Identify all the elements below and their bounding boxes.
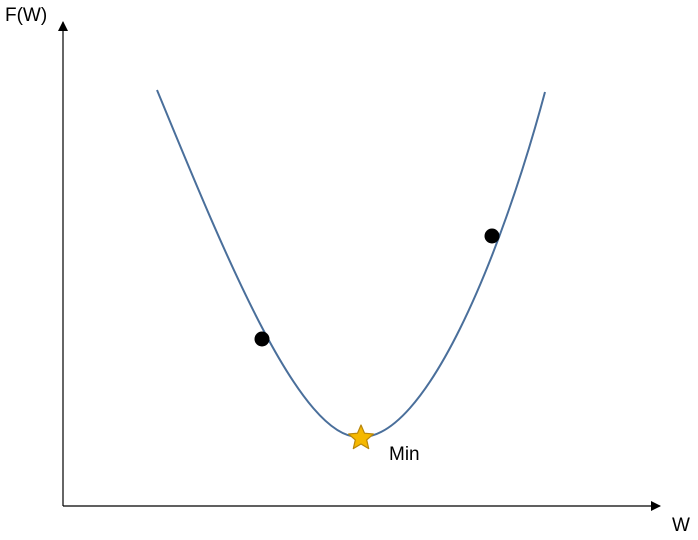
y-axis-label: F(W) bbox=[5, 5, 48, 26]
star-icon bbox=[348, 424, 374, 450]
left-point bbox=[254, 331, 270, 347]
x-axis-label: W bbox=[672, 515, 690, 536]
minimum-label: Min bbox=[389, 444, 420, 465]
loss-curve bbox=[156, 89, 546, 439]
right-point bbox=[484, 228, 500, 244]
